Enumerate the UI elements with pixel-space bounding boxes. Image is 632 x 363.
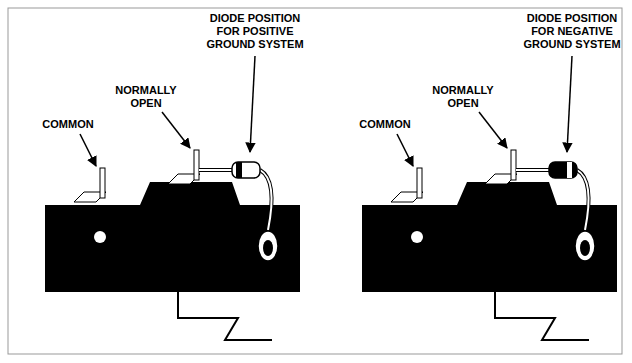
microswitch bbox=[362, 150, 617, 340]
callout-label: NORMALLY OPEN bbox=[426, 84, 500, 110]
leader-arrow bbox=[80, 56, 572, 166]
diode-symbol bbox=[549, 162, 577, 178]
callout-label: DIODE POSITION FOR POSITIVE GROUND SYSTE… bbox=[202, 12, 308, 51]
frame bbox=[8, 8, 622, 354]
callout-label: COMMON bbox=[359, 118, 410, 131]
microswitch bbox=[45, 150, 300, 340]
callout-label: NORMALLY OPEN bbox=[109, 84, 183, 110]
diode-symbol bbox=[232, 162, 260, 178]
callout-label: DIODE POSITION FOR NEGATIVE GROUND SYSTE… bbox=[519, 12, 625, 51]
callout-label: COMMON bbox=[42, 118, 93, 131]
